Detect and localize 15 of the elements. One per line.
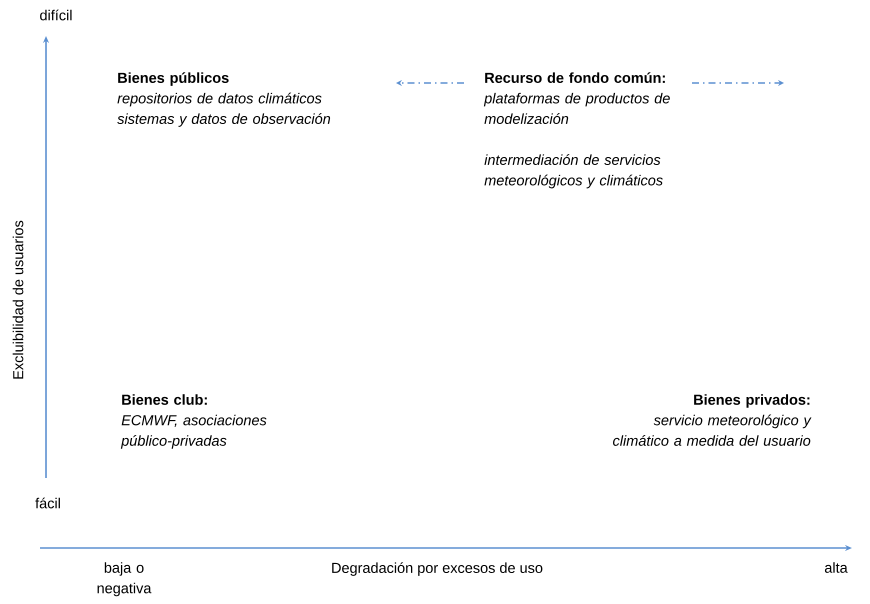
axis-label: Degradación por excesos de uso <box>332 562 542 576</box>
axis-label: fácil <box>35 498 60 508</box>
heading: Bienes club: <box>122 394 207 405</box>
heading: Recurso de fondo común: <box>485 72 665 83</box>
axis-label: baja o negativa <box>98 562 152 596</box>
axis-label: difícil <box>40 10 72 20</box>
description: servicio meteorológico y climático a medida del usuario <box>613 414 812 446</box>
heading: Bienes públicos <box>118 72 229 86</box>
axis-label: alta <box>824 562 848 573</box>
axis-label: Excluibilidad de usuarios <box>12 220 24 379</box>
description: repositorios de datos climáticos sistemas y datos de observación <box>117 92 330 127</box>
description: plataformas de productos de modelización <box>484 92 670 124</box>
heading: Bienes privados: <box>694 394 810 408</box>
description: ECMWF, asociaciones público-privadas <box>120 414 266 449</box>
description: intermediación de servicios meteorológicos y climáticos <box>484 154 663 188</box>
